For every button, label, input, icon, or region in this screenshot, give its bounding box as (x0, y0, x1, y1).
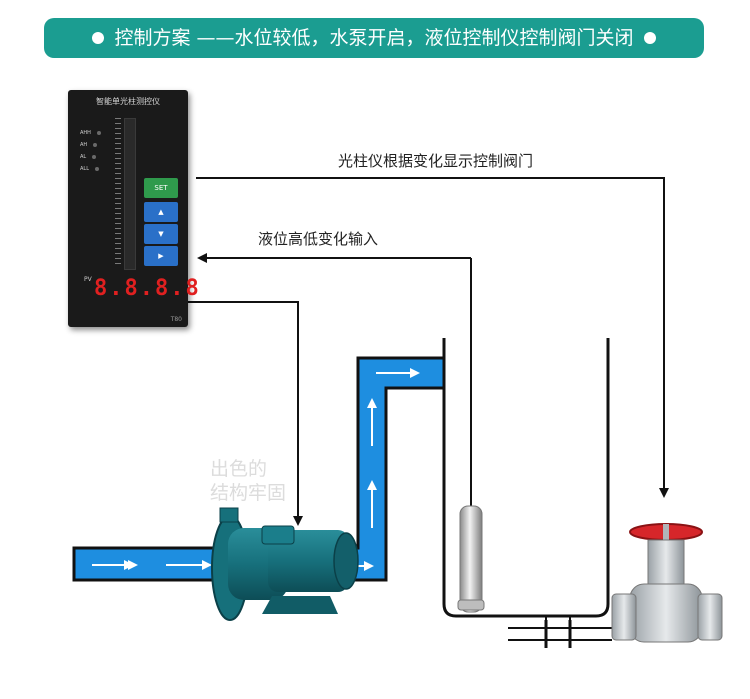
watermark-line-1: 出色的 (210, 458, 268, 480)
bar-scale (115, 118, 121, 268)
triangle-right-icon: ▶ (158, 252, 164, 260)
alarm-indicator-al: AL (80, 154, 97, 160)
watermark-line-2: 结构牢固 (210, 482, 287, 504)
triangle-down-icon: ▼ (158, 230, 164, 238)
water-pump (211, 507, 359, 621)
title-text: 控制方案 ——水位较低，水泵开启，液位控制仪控制阀门关闭 (114, 27, 634, 49)
down-button[interactable]: ▼ (144, 224, 178, 244)
alarm-indicator-ahh: AHH (80, 130, 101, 136)
up-button[interactable]: ▲ (144, 202, 178, 222)
bullet-dot-left (92, 32, 105, 44)
gate-valve (611, 523, 723, 643)
bullet-dot-right (643, 32, 656, 44)
drain-pipe (508, 616, 612, 648)
device-title: 智能单光柱测控仪 (96, 97, 160, 106)
level-controller: 智能单光柱测控仪 AHH AH AL ALL SET ▲ ▼ ▶ PV 8.8.… (68, 90, 201, 327)
right-button[interactable]: ▶ (144, 246, 178, 266)
pump-control-wire (188, 301, 303, 526)
water-tank (442, 338, 610, 618)
valve-signal-label: 光柱仪根据变化显示控制阀门 (338, 152, 534, 170)
alarm-indicator-ah: AH (80, 142, 98, 148)
valve-control-wire (196, 177, 669, 498)
bar-graph (124, 118, 136, 270)
level-input-label: 液位高低变化输入 (258, 230, 379, 248)
title-banner: 控制方案 ——水位较低，水泵开启，液位控制仪控制阀门关闭 (44, 18, 704, 58)
pv-label: PV (84, 276, 92, 283)
level-sensor (457, 258, 485, 613)
led-display: 8.8.8.8 (94, 276, 201, 301)
set-button[interactable]: SET (144, 178, 178, 198)
model-label: T80 (170, 316, 182, 323)
alarm-indicator-all: ALL (80, 166, 99, 172)
triangle-up-icon: ▲ (158, 208, 164, 216)
